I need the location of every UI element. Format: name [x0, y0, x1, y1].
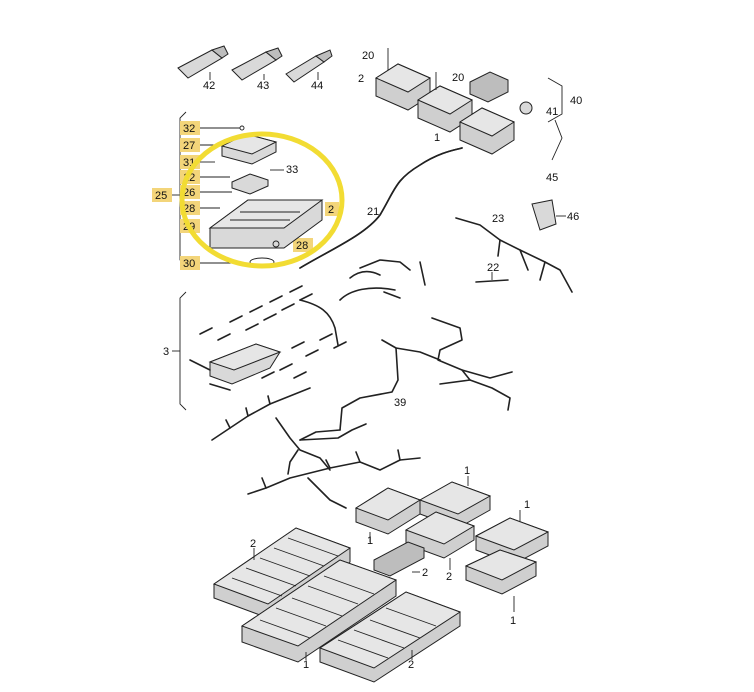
callout-45: 45: [546, 172, 558, 184]
callout-30: 30: [183, 258, 195, 270]
callout-box-28b: [293, 238, 313, 252]
connector-set: [199, 285, 347, 379]
callout-box-30: [180, 256, 200, 270]
callout-43: 43: [257, 80, 269, 92]
sealant-tube-43: [231, 47, 283, 81]
callout-1-top: 1: [434, 132, 440, 144]
callout-46: 46: [567, 211, 579, 223]
callout-27: 27: [183, 140, 195, 152]
coolant-pipes: [299, 259, 426, 346]
callout-2-right: 2: [328, 204, 334, 216]
callout-28-left: 28: [183, 203, 195, 215]
callout-2-center: 2: [422, 567, 428, 579]
callout-2-bottom-left: 2: [250, 538, 256, 550]
top-battery-modules: [374, 48, 563, 161]
callout-42: 42: [203, 80, 215, 92]
battery-module-row-3: [318, 591, 462, 683]
callout-box-27: [180, 138, 200, 152]
callout-1-top-center: 1: [464, 465, 470, 477]
callout-41: 41: [546, 106, 558, 118]
highlight-ring: [179, 131, 345, 269]
battery-control-unit: [208, 125, 324, 267]
battery-module-row-1: [212, 527, 352, 619]
callout-1-bottom-right: 1: [510, 615, 516, 627]
callout-box-2-right: [325, 202, 339, 216]
callout-box-25: [152, 188, 172, 202]
callout-44: 44: [311, 80, 323, 92]
callout-33: 33: [286, 164, 298, 176]
callout-box-32: [180, 121, 200, 135]
coolant-manifold: [189, 343, 282, 391]
sealant-tube-44: [285, 49, 333, 83]
callout-26: 26: [183, 187, 195, 199]
callout-20-mid: 20: [452, 72, 464, 84]
callout-25: 25: [155, 190, 167, 202]
callout-21: 21: [367, 206, 379, 218]
callout-1-center-left: 1: [367, 535, 373, 547]
bracket-46: [531, 199, 566, 231]
callout-32: 32: [183, 123, 195, 135]
callout-2-center-right: 2: [446, 571, 452, 583]
callout-28-right: 28: [296, 240, 308, 252]
callout-2-top: 2: [358, 73, 364, 85]
callout-1-bottom: 1: [303, 659, 309, 671]
bracket-40: [547, 77, 563, 123]
wiring-harness-23: [455, 217, 573, 293]
bracket-3: [179, 291, 187, 411]
battery-module-row-2: [240, 559, 398, 663]
callout-23: 23: [492, 213, 504, 225]
wiring-harness-39: [299, 317, 513, 441]
clip-22: [475, 272, 509, 283]
callout-3: 3: [163, 346, 169, 358]
callout-40: 40: [570, 95, 582, 107]
callout-20-top: 20: [362, 50, 374, 62]
callout-1-right: 1: [524, 499, 530, 511]
battery-module-center: [354, 481, 550, 595]
callout-22: 22: [487, 262, 499, 274]
sealant-tube-42: [177, 45, 229, 80]
coolant-hose-21: [299, 147, 463, 269]
callout-2-bottom: 2: [408, 659, 414, 671]
callout-39: 39: [394, 397, 406, 409]
sensor-harness-lower: [211, 387, 421, 509]
